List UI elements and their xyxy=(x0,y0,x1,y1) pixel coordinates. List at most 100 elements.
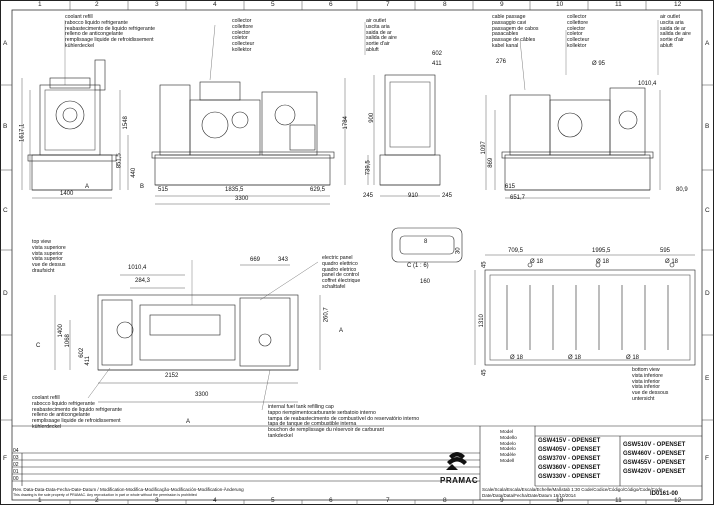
dim-label: 629,5 xyxy=(310,187,326,193)
row-letter: B xyxy=(705,123,710,130)
col-number: 9 xyxy=(500,1,504,8)
dim-label: 595 xyxy=(660,248,671,254)
dim-label: Ø 18 xyxy=(665,259,679,265)
title-block-lines xyxy=(12,425,702,500)
dim-label: 3300 xyxy=(195,392,209,398)
detail-c xyxy=(391,227,463,263)
dim-label: 1400 xyxy=(60,191,74,197)
col-number: 6 xyxy=(329,497,333,504)
rear-view xyxy=(501,87,654,191)
dim-label: 709,5 xyxy=(508,248,524,254)
row-letter: F xyxy=(705,455,709,462)
col-number: 8 xyxy=(443,1,447,8)
dim-label: 1400 xyxy=(57,324,64,338)
col-number: 4 xyxy=(213,1,217,8)
dim-label: 669 xyxy=(250,257,261,263)
section-marker: B xyxy=(140,184,145,190)
dim-label: 440 xyxy=(131,167,138,178)
models-right-list: GSW510V - OPENSET GSW460V - OPENSET GSW4… xyxy=(623,442,686,475)
col-number: 5 xyxy=(271,1,275,8)
row-letter: E xyxy=(3,375,8,382)
dim-label: 1310 xyxy=(478,314,485,328)
dim-label: 515 xyxy=(158,187,169,193)
dim-label: 900 xyxy=(369,112,376,123)
dim-label: 160 xyxy=(420,279,431,285)
dim-label: 651,7 xyxy=(510,195,526,201)
row-letter: C xyxy=(705,207,710,214)
row-letter: D xyxy=(705,290,710,297)
dim-label: 245 xyxy=(442,193,453,199)
col-number: 7 xyxy=(386,1,390,8)
col-number: 3 xyxy=(155,497,159,504)
col-number: 1 xyxy=(38,1,42,8)
dim-label: 869 xyxy=(488,157,495,168)
row-letter: E xyxy=(705,375,710,382)
dim-label: 30 xyxy=(455,247,462,255)
col-number: 1 xyxy=(38,497,42,504)
row-letter: F xyxy=(3,455,7,462)
row-letter: D xyxy=(3,290,8,297)
col-number: 7 xyxy=(386,497,390,504)
col-number: 2 xyxy=(95,1,99,8)
dim-label: 284,3 xyxy=(135,278,151,284)
col-number: 11 xyxy=(615,497,622,504)
col-number: 2 xyxy=(95,497,99,504)
dim-label: 602 xyxy=(432,51,443,57)
dim-label: 411 xyxy=(84,356,91,366)
col-number: 9 xyxy=(500,497,504,504)
section-marker: A xyxy=(186,419,191,425)
dim-label: 45 xyxy=(481,369,488,377)
dim-label: 1010,4 xyxy=(128,265,147,271)
dim-label: 260,7 xyxy=(323,307,330,323)
side-view xyxy=(151,81,335,186)
col-number: 10 xyxy=(556,497,564,504)
col-number: 4 xyxy=(213,497,217,504)
row-letter: B xyxy=(3,123,8,130)
dim-label: 245 xyxy=(363,193,374,199)
dim-label: 1010,4 xyxy=(638,81,657,87)
top-view xyxy=(97,294,299,371)
section-marker: A xyxy=(85,184,90,190)
dim-label: 1097 xyxy=(480,141,487,155)
dim-label: 1995,5 xyxy=(592,248,611,254)
dim-label: 45 xyxy=(481,261,488,269)
col-number: 10 xyxy=(556,1,564,8)
row-letter: A xyxy=(705,40,710,47)
revision-header: Rev. Data-Data-Data-Fecha-Date-Datum / M… xyxy=(13,487,244,492)
dim-label: 276 xyxy=(496,59,507,65)
date-line: Date/Data/Data/Fecha/Date/Datum 16/10/20… xyxy=(482,493,576,498)
dim-label: 1068 xyxy=(64,334,71,348)
dim-label: Ø 18 xyxy=(530,259,544,265)
models-left-list: GSW415V - OPENSET GSW405V - OPENSET GSW3… xyxy=(538,438,601,480)
brand-name: PRAMAC xyxy=(440,476,479,485)
dim-label: 411 xyxy=(432,61,442,67)
col-number: 12 xyxy=(674,1,682,8)
row-letter: C xyxy=(3,207,8,214)
section-marker: A xyxy=(339,328,344,334)
dim-label: 615 xyxy=(505,184,516,190)
dim-label: Ø 95 xyxy=(592,61,606,67)
dim-label: 343 xyxy=(278,257,289,263)
dim-label: 1548 xyxy=(122,116,129,130)
row-letter: A xyxy=(3,40,8,47)
dim-label: Ø 18 xyxy=(568,355,582,361)
col-number: 3 xyxy=(155,1,159,8)
drawing-code: ID0161-00 xyxy=(650,491,679,497)
col-number: 12 xyxy=(674,497,682,504)
bottom-view xyxy=(484,262,696,366)
detail-c-label: C (1 : 6) xyxy=(407,263,429,269)
col-number: 11 xyxy=(615,1,622,8)
col-number: 6 xyxy=(329,1,333,8)
dim-label: Ø 18 xyxy=(510,355,524,361)
